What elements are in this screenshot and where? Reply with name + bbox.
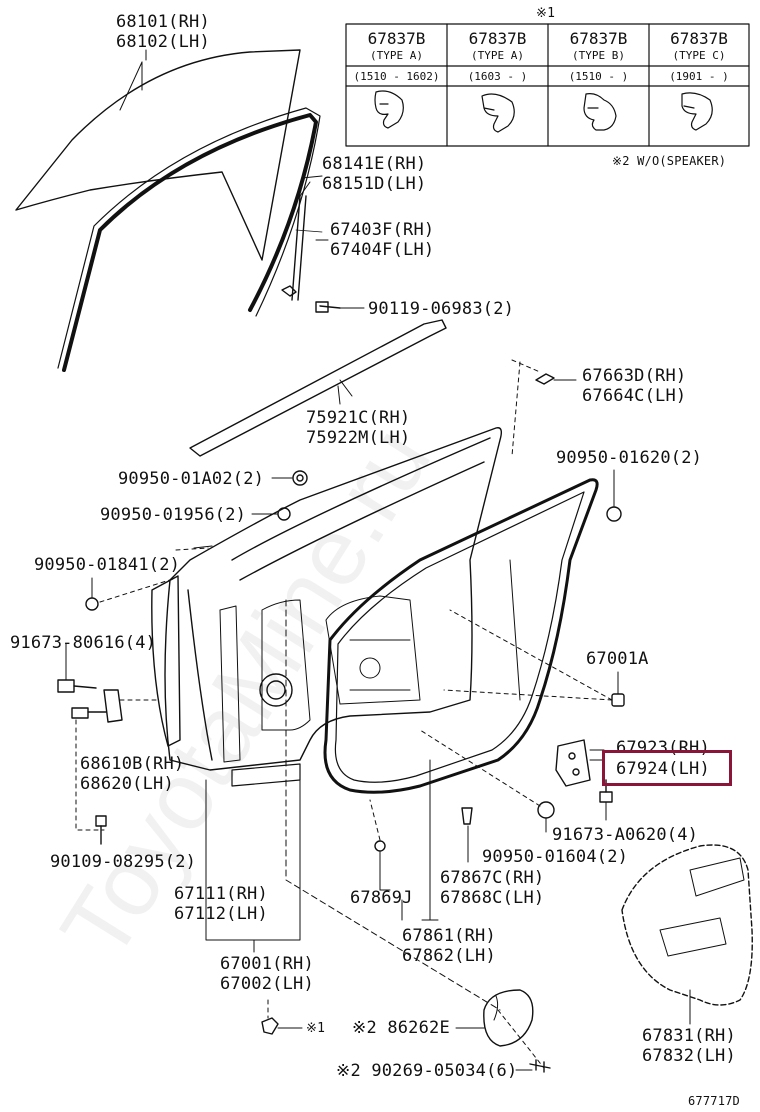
part-label[interactable]: ※2 86262E	[352, 1018, 450, 1038]
clip-type: (TYPE A)	[471, 49, 524, 62]
part-label[interactable]: 67831(RH)	[642, 1026, 736, 1046]
clip-type: (TYPE A)	[370, 49, 423, 62]
diagram-code: 677717D	[688, 1094, 740, 1108]
part-label[interactable]: 90950-01604(2)	[482, 847, 629, 867]
part-label[interactable]: 90119-06983(2)	[368, 299, 515, 319]
hole-cover-icon	[483, 989, 534, 1047]
part-label[interactable]: 67112(LH)	[174, 904, 268, 924]
part-label[interactable]: 90109-08295(2)	[50, 852, 197, 872]
part-label[interactable]: 67111(RH)	[174, 884, 268, 904]
part-label[interactable]: 68141E(RH)	[322, 154, 427, 174]
door-glass	[15, 49, 301, 261]
part-label[interactable]: 67001A	[586, 649, 649, 669]
part-label[interactable]: ※2 90269-05034(6)	[336, 1061, 518, 1081]
plug-icon	[537, 801, 555, 819]
door-shell	[164, 427, 503, 771]
part-label[interactable]: 68102(LH)	[116, 32, 210, 52]
part-label[interactable]: 67923(RH)	[616, 738, 710, 758]
part-label[interactable]: 67867C(RH)	[440, 868, 545, 888]
part-label-highlighted[interactable]: 67924(LH)	[616, 759, 710, 779]
plug-icon	[277, 507, 291, 521]
part-label[interactable]: 67664C(LH)	[582, 386, 687, 406]
part-label[interactable]: 67403F(RH)	[330, 220, 435, 240]
part-label[interactable]: 67832(LH)	[642, 1046, 736, 1066]
clip-table	[345, 23, 750, 147]
part-label[interactable]: 68151D(LH)	[322, 174, 427, 194]
clip-icon	[681, 92, 713, 131]
part-label[interactable]: 90950-01A02(2)	[118, 469, 265, 489]
window-channel	[291, 195, 307, 301]
part-label[interactable]: 90950-01956(2)	[100, 505, 247, 525]
belt-weatherstrip	[189, 319, 447, 457]
clip-part-number: 67837B	[468, 29, 527, 48]
part-label[interactable]: 68101(RH)	[116, 12, 210, 32]
note-mark: ※1	[306, 1021, 326, 1036]
part-label[interactable]: 91673-80616(4)	[10, 633, 157, 653]
clip-date-range: (1510 - 1602)	[353, 70, 440, 83]
bracket-icon	[555, 739, 591, 787]
table-footnote: ※2 W/O(SPEAKER)	[612, 154, 727, 168]
part-label[interactable]: 67001(RH)	[220, 954, 314, 974]
part-label[interactable]: 90950-01841(2)	[34, 555, 181, 575]
clip-icon	[374, 840, 386, 852]
hinge-icon	[71, 689, 123, 723]
plug-icon	[606, 506, 622, 522]
glass-run	[62, 113, 318, 372]
screw-icon	[95, 815, 107, 845]
clip-date-range: (1901 - )	[669, 70, 729, 83]
clip-icon	[261, 1017, 279, 1035]
clip-date-range: (1510 - )	[568, 70, 629, 83]
part-label[interactable]: 91673-A0620(4)	[552, 825, 699, 845]
bolt-icon	[529, 1059, 551, 1073]
part-label[interactable]: 67002(LH)	[220, 974, 314, 994]
plug-icon	[85, 597, 99, 611]
door-weatherstrip	[323, 478, 599, 794]
hinge-icon	[57, 679, 97, 693]
clip-date-range: (1603 - )	[467, 70, 528, 83]
plug-icon	[611, 693, 625, 707]
table-note-mark: ※1	[536, 6, 556, 21]
plug-icon	[292, 470, 308, 486]
part-label[interactable]: 68610B(RH)	[80, 754, 185, 774]
part-label[interactable]: 67868C(LH)	[440, 888, 545, 908]
part-label[interactable]: 67862(LH)	[402, 946, 496, 966]
clip-type: (TYPE C)	[672, 49, 726, 62]
clip-part-number: 67837B	[367, 29, 426, 48]
clip-icon	[374, 90, 404, 129]
part-label[interactable]: 75922M(LH)	[306, 428, 411, 448]
clip-icon	[583, 93, 617, 131]
part-label[interactable]: 67869J	[350, 888, 413, 908]
door-outer-panel	[151, 575, 181, 747]
part-label[interactable]: 67663D(RH)	[582, 366, 687, 386]
bolt-icon	[315, 301, 341, 313]
part-label[interactable]: 67861(RH)	[402, 926, 496, 946]
highlight-box	[602, 750, 732, 786]
clip-part-number: 67837B	[569, 29, 628, 48]
clip-icon	[481, 93, 515, 133]
part-label[interactable]: 90950-01620(2)	[556, 448, 703, 468]
clip-type: (TYPE B)	[572, 49, 625, 62]
cover-icon	[535, 373, 555, 385]
part-label[interactable]: 68620(LH)	[80, 774, 174, 794]
part-label[interactable]: 67404F(LH)	[330, 240, 435, 260]
part-label[interactable]: 75921C(RH)	[306, 408, 411, 428]
service-hole-cover	[621, 844, 753, 1006]
clip-part-number: 67837B	[670, 29, 728, 48]
clip-icon	[461, 807, 473, 825]
